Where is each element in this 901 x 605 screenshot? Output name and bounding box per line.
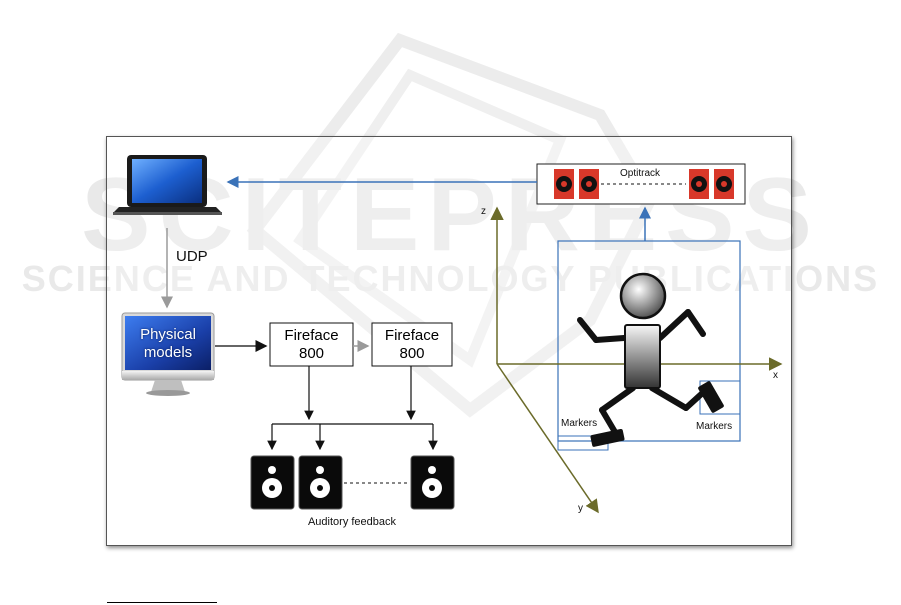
udp-label: UDP <box>176 248 208 265</box>
z-axis-label: z <box>481 206 486 217</box>
y-axis-label: y <box>578 503 583 514</box>
laptop-icon <box>113 155 222 215</box>
speaker-icon <box>251 456 294 509</box>
speaker-icon <box>411 456 454 509</box>
y-axis <box>497 364 598 512</box>
x-axis-label: x <box>773 370 778 381</box>
marker-label-left: Markers <box>561 418 597 429</box>
interface-1-label: Fireface 800 <box>272 327 351 363</box>
tracker-label: Optitrack <box>620 168 660 179</box>
speaker-icon <box>299 456 342 509</box>
footnote-rule <box>107 602 217 603</box>
marker-label-right: Markers <box>696 421 732 432</box>
speakers-caption: Auditory feedback <box>296 516 408 528</box>
interface-2-label: Fireface 800 <box>374 327 450 363</box>
computer-screen-label: Physical models <box>126 326 210 362</box>
